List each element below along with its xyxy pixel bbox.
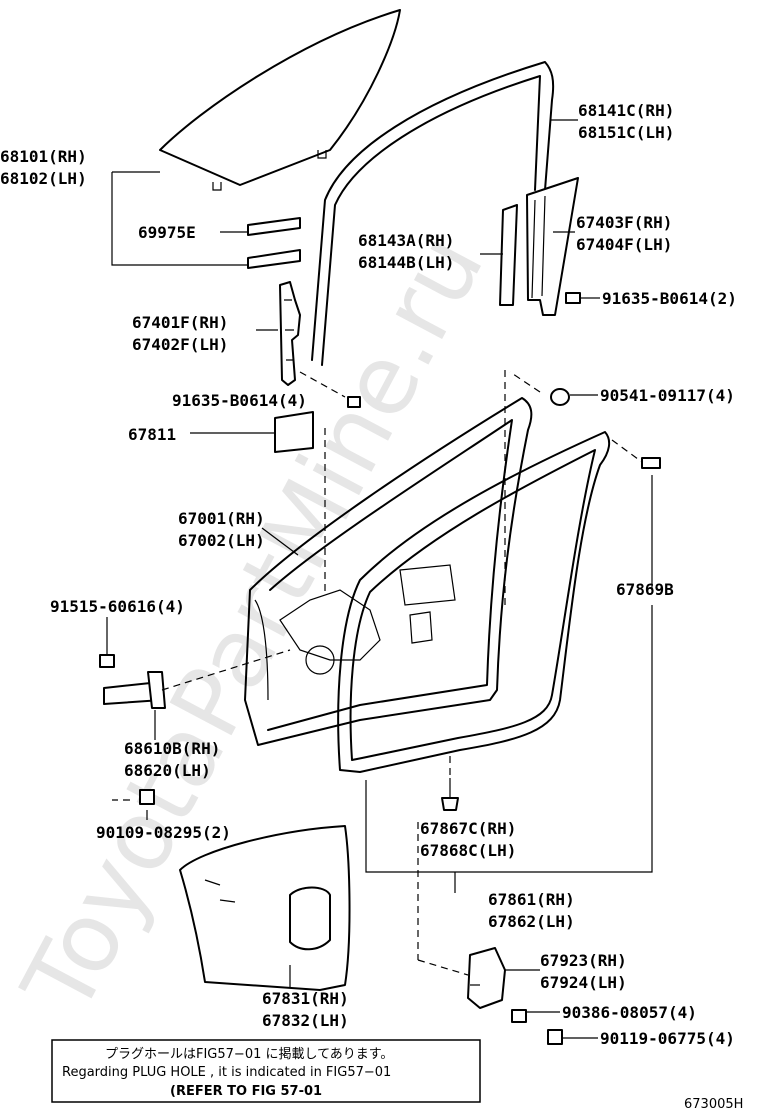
dash-check: [161, 649, 291, 691]
label-run-lh: 68151C(LH): [578, 123, 674, 142]
label-bolt-d: 90109-08295(2): [96, 823, 231, 842]
bolt-icon-check-lower: [139, 789, 155, 805]
label-screw-a: 90386-08057(4): [562, 1003, 697, 1022]
label-ws-lh: 67862(LH): [488, 912, 575, 931]
label-glass-channel: 69975E: [138, 223, 196, 242]
bracket-weatherstrip: [365, 605, 653, 873]
label-ws-clip-lh: 67868C(LH): [420, 841, 516, 860]
label-clip-a: 90541-09117(4): [600, 386, 735, 405]
label-service-cover-lh: 67832(LH): [262, 1011, 349, 1030]
service-hole-cover: [179, 825, 351, 991]
clip-icon-top-right: [641, 457, 661, 469]
label-hole-cover-rh: 67923(RH): [540, 951, 627, 970]
glass-channel-strips: [247, 217, 301, 269]
label-div-lh: 68144B(LH): [358, 253, 454, 272]
label-bolt-b: 91635-B0614(4): [172, 391, 307, 410]
label-pad: 67811: [128, 425, 176, 444]
label-hole-cover-lh: 67924(LH): [540, 973, 627, 992]
hole-cover-bracket: [467, 947, 506, 1009]
label-bolt-c: 91515-60616(4): [50, 597, 185, 616]
label-bolt-a: 91635-B0614(2): [602, 289, 737, 308]
dash-top-clip: [611, 439, 643, 463]
label-glass-rh: 68101(RH): [0, 147, 87, 166]
bolt-icon-regulator: [347, 396, 361, 408]
label-weatherstrip: 67869B: [616, 580, 674, 599]
door-panel: [244, 397, 533, 746]
label-check-lh: 68620(LH): [124, 761, 211, 780]
label-reg-lh: 67402F(LH): [132, 335, 228, 354]
figure-code: 673005H: [684, 1097, 743, 1112]
note-line-3: (REFER TO FIG 57-01: [170, 1084, 322, 1099]
bolt-icon-sash: [565, 292, 592, 304]
front-lower-sash: [526, 177, 579, 316]
label-screw-b: 90119-06775(4): [600, 1029, 735, 1048]
door-weatherstrip: [337, 431, 611, 773]
label-door-lh: 67002(LH): [178, 531, 265, 550]
screw-icon-a: [511, 1009, 527, 1023]
ws-clip-icon: [441, 778, 459, 811]
note-line-1: プラグホールはFIG57−01 に掲載してあります。: [105, 1046, 393, 1062]
clip-icon: [550, 388, 570, 406]
leader-door: [261, 527, 299, 556]
label-div-rh: 68143A(RH): [358, 231, 454, 250]
note-line-2: Regarding PLUG HOLE , it is indicated in…: [62, 1065, 391, 1080]
bolt-icon-check: [99, 654, 115, 668]
label-ws-clip-rh: 67867C(RH): [420, 819, 516, 838]
label-sash-rh: 67403F(RH): [576, 213, 672, 232]
label-run-rh: 68141C(RH): [578, 101, 674, 120]
window-regulator: [279, 281, 301, 386]
label-sash-lh: 67404F(LH): [576, 235, 672, 254]
screw-icon-b: [547, 1029, 563, 1045]
door-pad: [274, 411, 314, 453]
leader-glass-channel: [111, 172, 248, 266]
dash-clip-b: [509, 371, 541, 393]
glass-run: [311, 61, 555, 366]
dash-regulator-bolt: [299, 371, 346, 398]
reference-note: プラグホールはFIG57−01 に掲載してあります。 Regarding PLU…: [51, 1039, 481, 1103]
door-check: [103, 671, 166, 709]
door-glass: [159, 9, 401, 191]
dash-hole-cover-b: [417, 959, 469, 976]
label-reg-rh: 67401F(RH): [132, 313, 228, 332]
label-ws-rh: 67861(RH): [488, 890, 575, 909]
label-door-rh: 67001(RH): [178, 509, 265, 528]
label-check-rh: 68610B(RH): [124, 739, 220, 758]
label-service-cover-rh: 67831(RH): [262, 989, 349, 1008]
division-bar: [499, 204, 518, 306]
label-glass-lh: 68102(LH): [0, 169, 87, 188]
